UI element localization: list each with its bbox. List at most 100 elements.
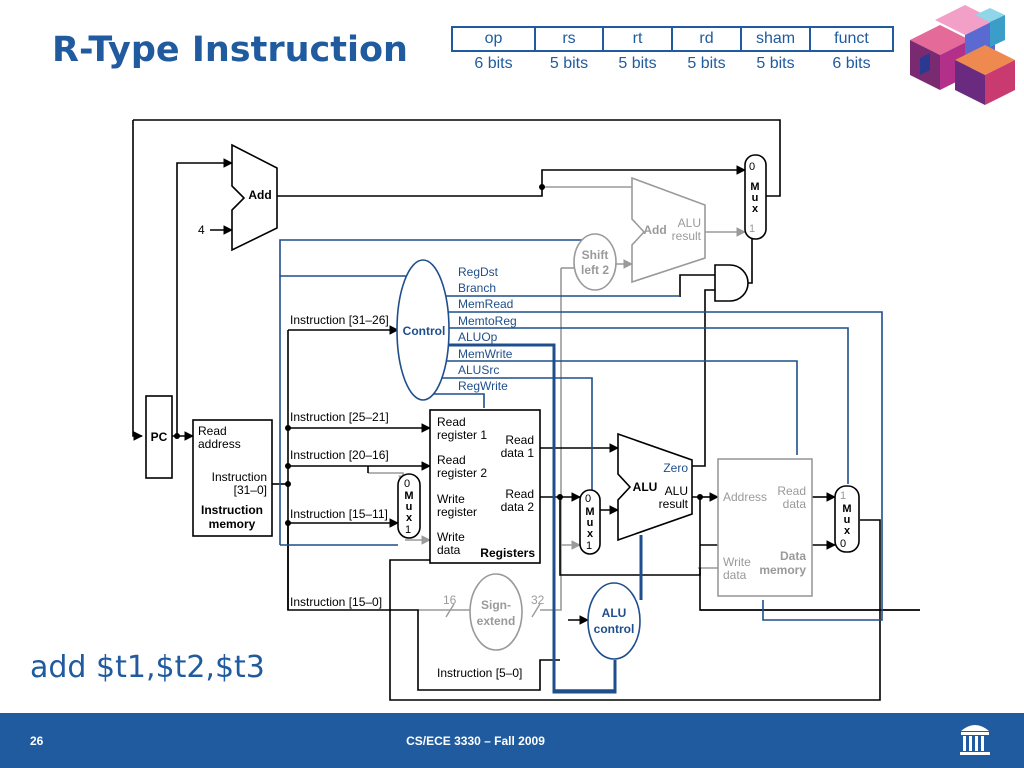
imem-read-label: Read <box>198 424 227 438</box>
dmem-title-2: memory <box>759 563 806 577</box>
slide-title: R-Type Instruction <box>52 30 408 70</box>
branch-and-gate <box>714 264 749 302</box>
alusrc-mux-x: x <box>587 528 594 540</box>
instruction-memory <box>192 419 273 537</box>
instr-25-21: Instruction [25–21] <box>290 410 389 424</box>
instr-5-0: Instruction [5–0] <box>437 666 522 680</box>
regdst-mux <box>397 473 421 539</box>
signal-regwrite: RegWrite <box>458 379 508 393</box>
reg-read-2a: Read <box>437 453 466 467</box>
pc-adder-label: Add <box>248 188 271 202</box>
reg-title: Registers <box>480 546 535 560</box>
alu-result-label-2: result <box>659 497 689 511</box>
dmem-read-a: Read <box>777 484 806 498</box>
instr-15-11: Instruction [15–11] <box>290 507 388 521</box>
imem-address-label: address <box>198 437 241 451</box>
reg-read-2b: register 2 <box>437 466 487 480</box>
regdst-mux-zero: 0 <box>404 478 410 490</box>
alu-result-label-1: ALU <box>665 484 688 498</box>
signal-alusrc: ALUSrc <box>458 363 499 377</box>
sign-extend <box>469 573 523 651</box>
pcsrc-mux-u: u <box>752 192 759 204</box>
bits-rt: 5 bits <box>618 55 657 72</box>
imem-title-1: Instruction <box>201 503 263 517</box>
dmem-write-b: data <box>723 568 747 582</box>
memtoreg-mux-u: u <box>844 514 851 526</box>
signal-regdst: RegDst <box>458 265 499 279</box>
signal-branch: Branch <box>458 281 496 295</box>
alu-zero-label: Zero <box>663 461 688 475</box>
width-32: 32 <box>531 593 545 607</box>
field-sham: sham <box>740 26 811 52</box>
instr-31-26: Instruction [31–26] <box>290 313 389 327</box>
memtoreg-mux-x: x <box>844 525 851 537</box>
constant-four: 4 <box>198 223 205 237</box>
control-unit <box>396 259 450 401</box>
field-rt: rt <box>602 26 673 52</box>
regdst-mux-one: 1 <box>405 524 411 536</box>
aluop-wire <box>449 343 617 694</box>
page-number: 26 <box>30 734 44 748</box>
dmem-write-a: Write <box>723 555 751 569</box>
bits-op: 6 bits <box>474 55 513 72</box>
shift-label-2: left 2 <box>581 263 609 277</box>
course-label: CS/ECE 3330 – Fall 2009 <box>406 734 545 748</box>
imem-range-label: [31–0] <box>234 483 267 497</box>
sign-extend-label-2: extend <box>477 614 516 628</box>
pcsrc-mux-zero: 0 <box>749 161 755 173</box>
alusrc-mux-m: M <box>585 506 594 518</box>
memtoreg-mux-one: 1 <box>840 490 846 502</box>
pcsrc-mux-one: 1 <box>749 223 755 235</box>
reg-write-a: Write <box>437 492 465 506</box>
signal-memread: MemRead <box>458 297 513 311</box>
reg-readdata2-a: Read <box>505 487 534 501</box>
bits-sham: 5 bits <box>756 55 795 72</box>
control-label: Control <box>403 324 446 338</box>
cube-logo-icon <box>910 5 1015 105</box>
junction-dots <box>174 184 703 526</box>
bits-rd: 5 bits <box>687 55 726 72</box>
sign-extend-label-1: Sign- <box>481 598 511 612</box>
dmem-read-b: data <box>783 497 807 511</box>
width-16: 16 <box>443 593 457 607</box>
field-op: op <box>451 26 536 52</box>
pc-adder <box>231 143 278 252</box>
pcsrc-mux-m: M <box>750 181 759 193</box>
data-memory <box>717 458 813 597</box>
signal-memwrite: MemWrite <box>458 347 513 361</box>
field-rd: rd <box>671 26 742 52</box>
field-funct: funct <box>809 26 894 52</box>
signal-aluop: ALUOp <box>458 330 498 344</box>
instr-20-16: Instruction [20–16] <box>290 448 389 462</box>
dmem-title-1: Data <box>780 549 806 563</box>
branch-adder-result: result <box>672 229 702 243</box>
bits-funct: 6 bits <box>832 55 871 72</box>
data-memory-labels: Address Read data Write data Data memory <box>723 484 806 582</box>
pc-register <box>145 395 173 479</box>
instruction-format-table: op rs rt rd sham funct 6 bits 5 bits 5 b… <box>451 26 894 76</box>
inactive-wires <box>368 186 835 611</box>
memtoreg-mux-zero: 0 <box>840 538 846 550</box>
register-file-labels: Read register 1 Read register 2 Write re… <box>437 415 535 560</box>
regdst-mux-m: M <box>404 490 413 502</box>
reg-read-1b: register 1 <box>437 428 487 442</box>
imem-instruction-label: Instruction <box>212 470 267 484</box>
bits-rs: 5 bits <box>549 55 589 72</box>
instr-15-0: Instruction [15–0] <box>290 595 382 609</box>
footer-bar: 26 CS/ECE 3330 – Fall 2009 <box>0 713 1024 768</box>
alu-label: ALU <box>633 480 658 494</box>
width-slash-16 <box>445 603 455 618</box>
alu-control-label-2: control <box>594 622 635 636</box>
alusrc-mux-zero: 0 <box>585 493 591 505</box>
alu-control-label-1: ALU <box>602 606 627 620</box>
field-rs: rs <box>534 26 604 52</box>
reg-readdata1-b: data 1 <box>501 446 535 460</box>
reg-read-1a: Read <box>437 415 466 429</box>
memtoreg-mux <box>834 485 860 553</box>
alu <box>617 432 693 542</box>
reg-write-b: register <box>437 505 477 519</box>
rotunda-logo-icon <box>960 725 990 755</box>
regdst-mux-x: x <box>406 512 413 524</box>
memtoreg-mux-m: M <box>842 503 851 515</box>
example-instruction: add $t1,$t2,$t3 <box>30 650 265 685</box>
